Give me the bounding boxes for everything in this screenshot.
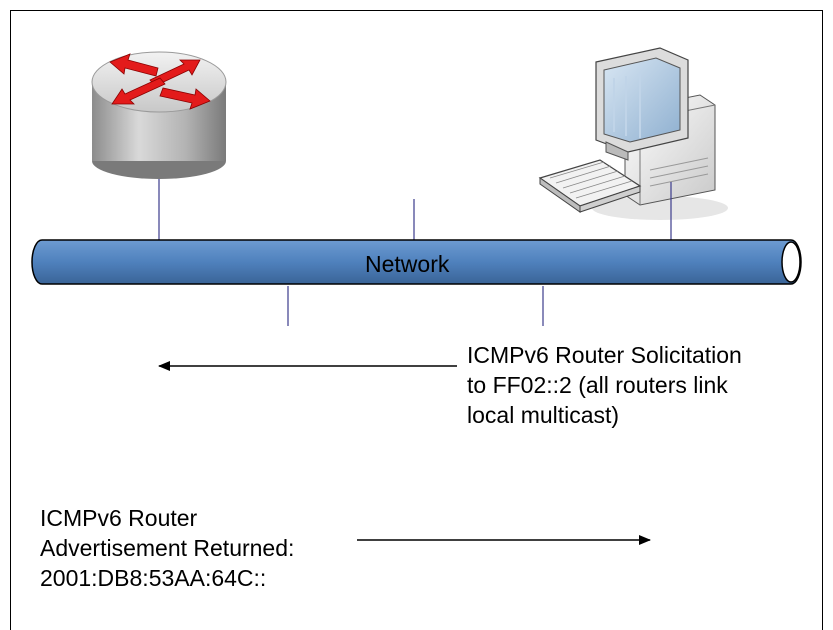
router-solicitation-line-1: ICMPv6 Router Solicitation (467, 342, 742, 368)
router-advertisement-line-2: Advertisement Returned: (40, 535, 295, 561)
router-solicitation-line-2: to FF02::2 (all routers link (467, 372, 728, 398)
router-advertisement-line-3: 2001:DB8:53AA:64C:: (40, 565, 267, 591)
diagram-frame (10, 10, 823, 630)
router-advertisement-line-1: ICMPv6 Router (40, 505, 198, 531)
router-icon (91, 51, 227, 179)
network-pipe (31, 239, 802, 285)
router-solicitation-line-3: local multicast) (467, 402, 620, 428)
router-solicitation-label: ICMPv6 Router Solicitation to FF02::2 (a… (467, 340, 742, 430)
desktop-computer-icon (538, 47, 728, 220)
router-advertisement-label: ICMPv6 Router Advertisement Returned: 20… (40, 503, 294, 593)
network-label: Network (365, 251, 450, 277)
network-drop-lines (158, 179, 672, 326)
